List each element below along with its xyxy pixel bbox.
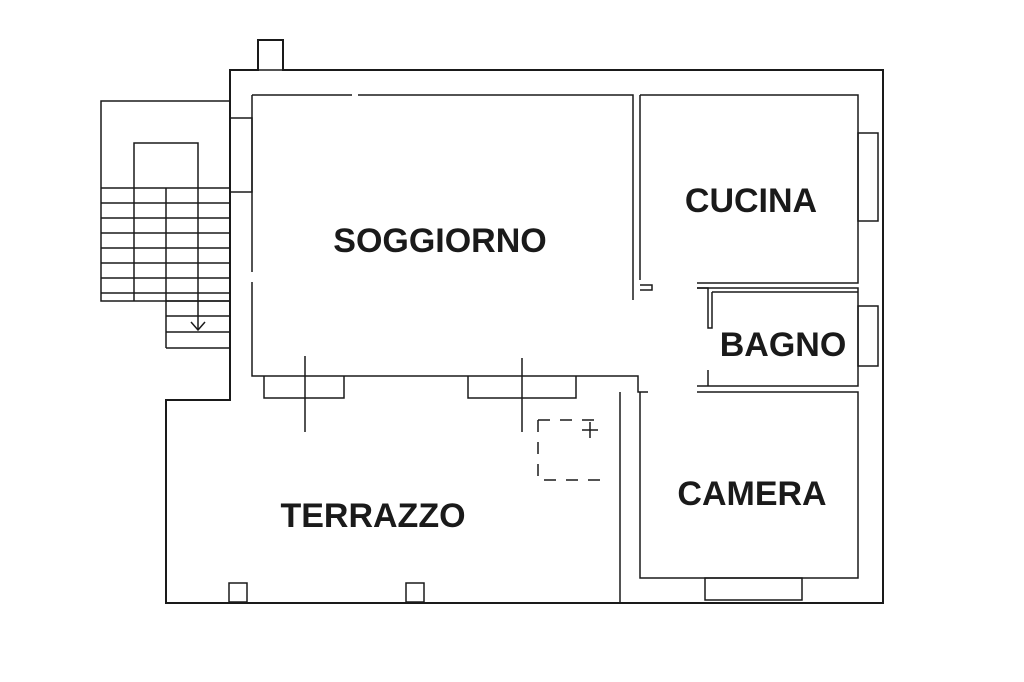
room-label-bagno: BAGNO — [720, 326, 847, 364]
room-label-camera: CAMERA — [677, 475, 826, 513]
camera-walls — [619, 391, 859, 603]
room-label-soggiorno: SOGGIORNO — [333, 222, 546, 260]
room-label-terrazzo: TERRAZZO — [280, 497, 465, 535]
staircase — [100, 100, 231, 349]
terrazzo-pillars — [228, 582, 425, 603]
chimney — [257, 39, 284, 71]
exterior-walls — [165, 39, 884, 604]
door-markers — [304, 356, 523, 432]
terrace-fixture — [537, 419, 600, 481]
room-label-cucina: CUCINA — [685, 182, 817, 220]
